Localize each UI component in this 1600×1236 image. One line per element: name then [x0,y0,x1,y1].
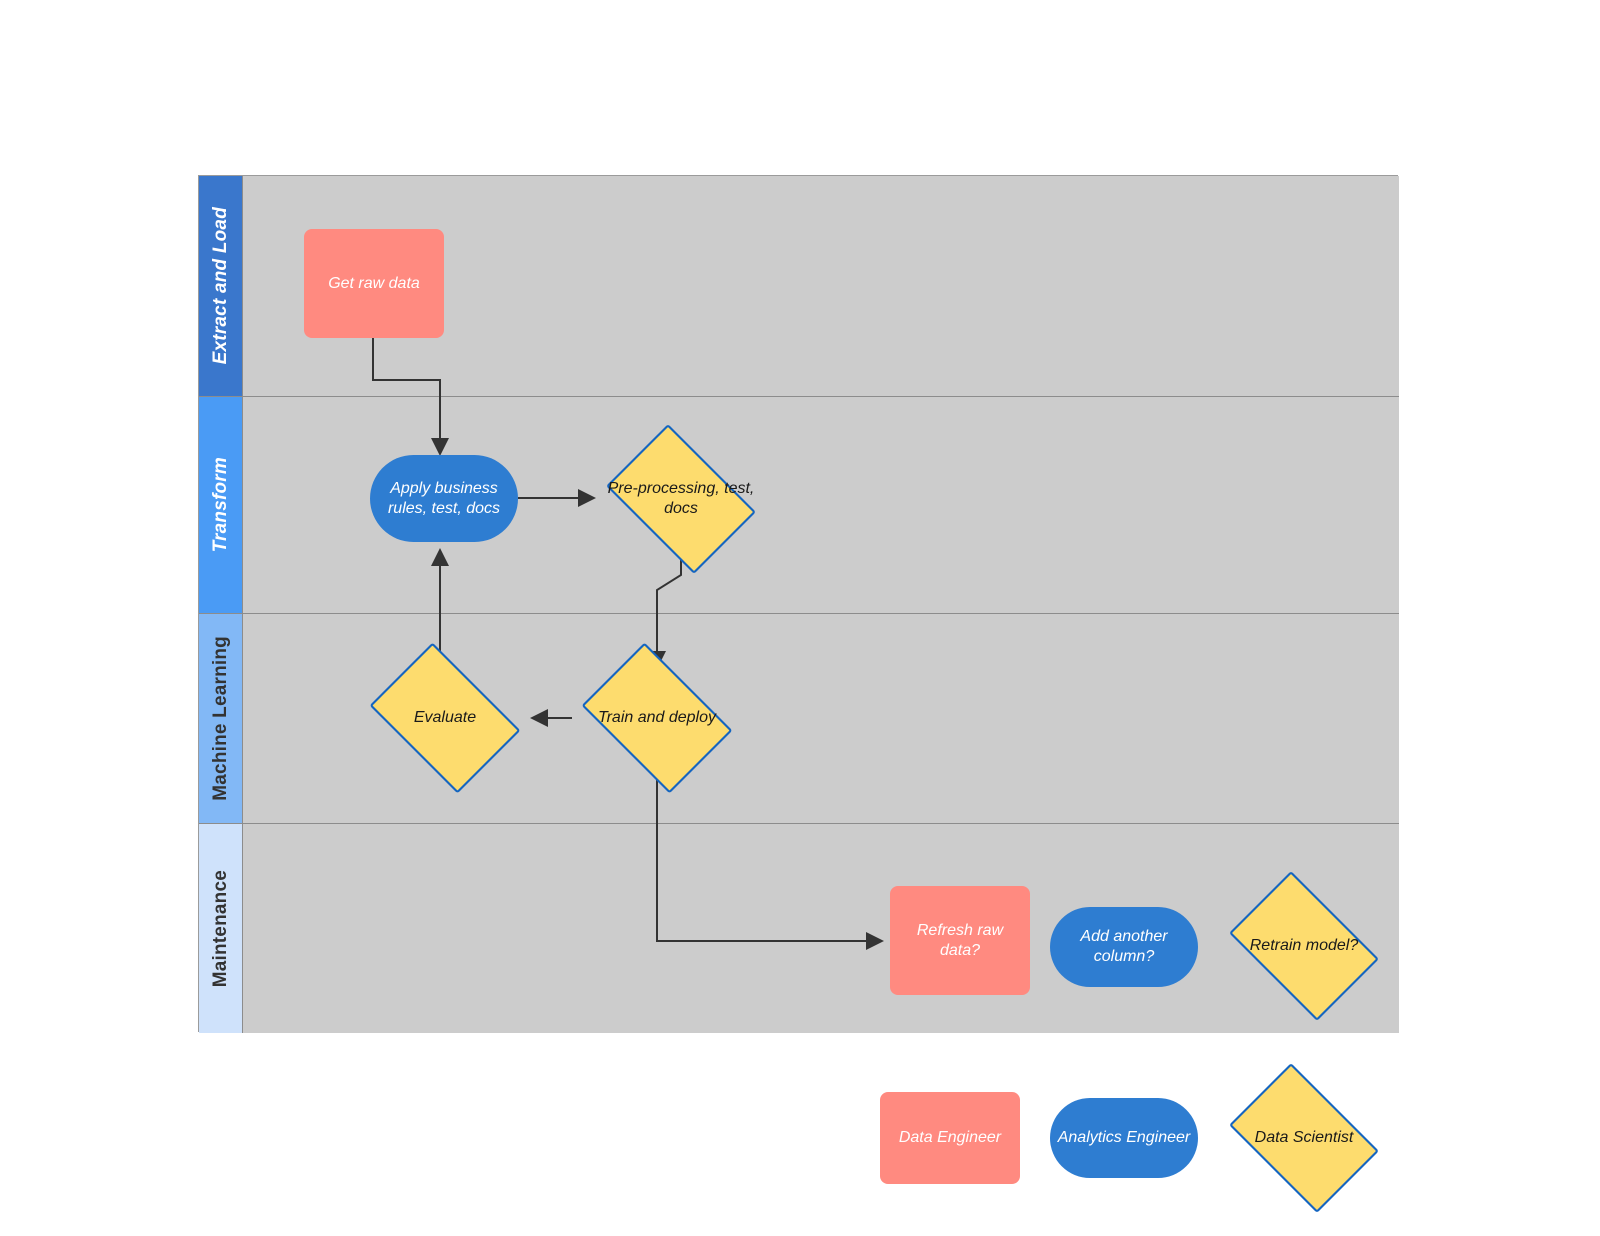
node-label-retrain-model: Retrain model? [1249,937,1359,954]
lane-header-maintenance: Maintenance [199,824,243,1033]
node-label-pre-processing: Pre-processing, test, docs [607,480,755,517]
lane-header-machine-learning: Machine Learning [199,614,243,823]
legend-item-analytics-engineer: Analytics Engineer [1050,1098,1198,1178]
lane-label-transform: Transform [209,457,231,553]
lane-header-extract-and-load: Extract and Load [199,176,243,396]
legend-label-analytics-engineer: Analytics Engineer [1057,1129,1191,1146]
node-train-and-deploy[interactable]: Train and deploy [569,642,745,794]
node-pre-processing[interactable]: Pre-processing, test, docs [593,424,769,574]
node-add-another-column[interactable]: Add another column? [1050,907,1198,987]
legend-label-data-engineer: Data Engineer [898,1129,1002,1146]
node-get-raw-data[interactable]: Get raw data [304,229,444,338]
legend-label-data-scientist: Data Scientist [1254,1129,1354,1146]
node-label-apply-business-rules: Apply business rules, test, docs [387,479,501,517]
node-refresh-raw-data[interactable]: Refresh raw data? [890,886,1030,995]
lane-label-machine-learning: Machine Learning [209,636,231,801]
legend-item-data-engineer: Data Engineer [880,1092,1020,1184]
node-label-add-another-column: Add another column? [1080,928,1168,965]
node-label-train-and-deploy: Train and deploy [598,709,716,726]
legend-item-data-scientist: Data Scientist [1216,1063,1392,1213]
node-label-evaluate: Evaluate [413,709,477,726]
node-apply-business-rules[interactable]: Apply business rules, test, docs [370,455,518,542]
node-label-refresh-raw-data: Refresh raw data? [916,921,1004,959]
lane-header-transform: Transform [199,397,243,613]
node-label-get-raw-data: Get raw data [328,274,420,292]
node-evaluate[interactable]: Evaluate [357,642,533,794]
lane-label-maintenance: Maintenance [209,869,231,988]
node-retrain-model[interactable]: Retrain model? [1216,871,1392,1021]
legend: Data Engineer Analytics Engineer Data Sc… [880,1063,1379,1213]
lane-label-extract-and-load: Extract and Load [209,207,231,365]
